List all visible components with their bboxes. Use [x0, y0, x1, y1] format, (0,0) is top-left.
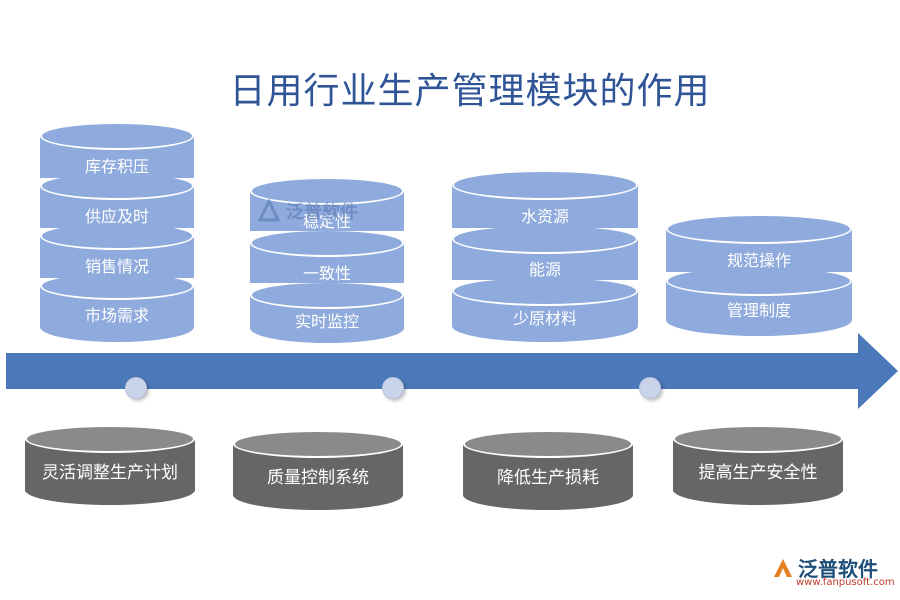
disk: 稳定性: [250, 177, 404, 239]
disk: 实时监控: [250, 281, 404, 343]
disk: 水资源: [452, 170, 638, 236]
logo-name: 泛普软件: [798, 557, 878, 581]
disk-label: 供应及时: [84, 207, 149, 226]
base-cylinder: 灵活调整生产计划: [25, 425, 195, 505]
stack-4: 管理制度 规范操作: [666, 214, 852, 336]
disk: 少原材料: [452, 276, 638, 342]
base-label: 降低生产损耗: [497, 468, 599, 488]
stack-3: 少原材料 能源 水资源: [452, 170, 638, 342]
watermark-text: 泛普软件: [286, 202, 358, 223]
disk-label: 规范操作: [726, 251, 791, 270]
disk: 一致性: [250, 229, 404, 291]
disk: 库存积压: [40, 122, 194, 192]
disk-label: 销售情况: [84, 257, 149, 276]
disk-label: 实时监控: [294, 312, 359, 331]
timeline-arrow: [6, 333, 898, 409]
logo-url: www.fanpusoft.com: [796, 577, 895, 588]
disk-label: 管理制度: [726, 301, 791, 320]
disk-label: 一致性: [302, 264, 351, 283]
base-cylinder: 降低生产损耗: [463, 430, 633, 510]
company-logo: 泛普软件 www.fanpusoft.com: [772, 553, 895, 593]
logo-mark-icon: [257, 198, 281, 222]
base-cylinder: 提高生产安全性: [673, 425, 843, 505]
watermark: 泛普软件: [256, 196, 376, 236]
stack-2: 实时监控 一致性 稳定性: [250, 177, 404, 343]
disk-label: 少原材料: [512, 309, 577, 328]
timeline-dot: [382, 377, 404, 399]
base-label: 提高生产安全性: [698, 463, 818, 483]
base-label: 灵活调整生产计划: [42, 463, 178, 483]
disk: 能源: [452, 224, 638, 290]
timeline-dot: [125, 377, 147, 399]
logo-mark-icon: [774, 559, 792, 577]
disk-label: 水资源: [520, 207, 569, 226]
disk-label: 库存积压: [84, 157, 149, 176]
disk-label: 稳定性: [302, 212, 351, 231]
diagram-title: 日用行业生产管理模块的作用: [229, 71, 711, 112]
base-label: 质量控制系统: [267, 468, 369, 488]
disk-label: 能源: [528, 260, 561, 279]
disk: 规范操作: [666, 214, 852, 284]
stack-1: 市场需求 销售情况 供应及时 库存积压: [40, 122, 194, 342]
disk-label: 市场需求: [84, 306, 149, 325]
base-cylinder: 质量控制系统: [233, 430, 403, 510]
timeline-dot: [639, 377, 661, 399]
